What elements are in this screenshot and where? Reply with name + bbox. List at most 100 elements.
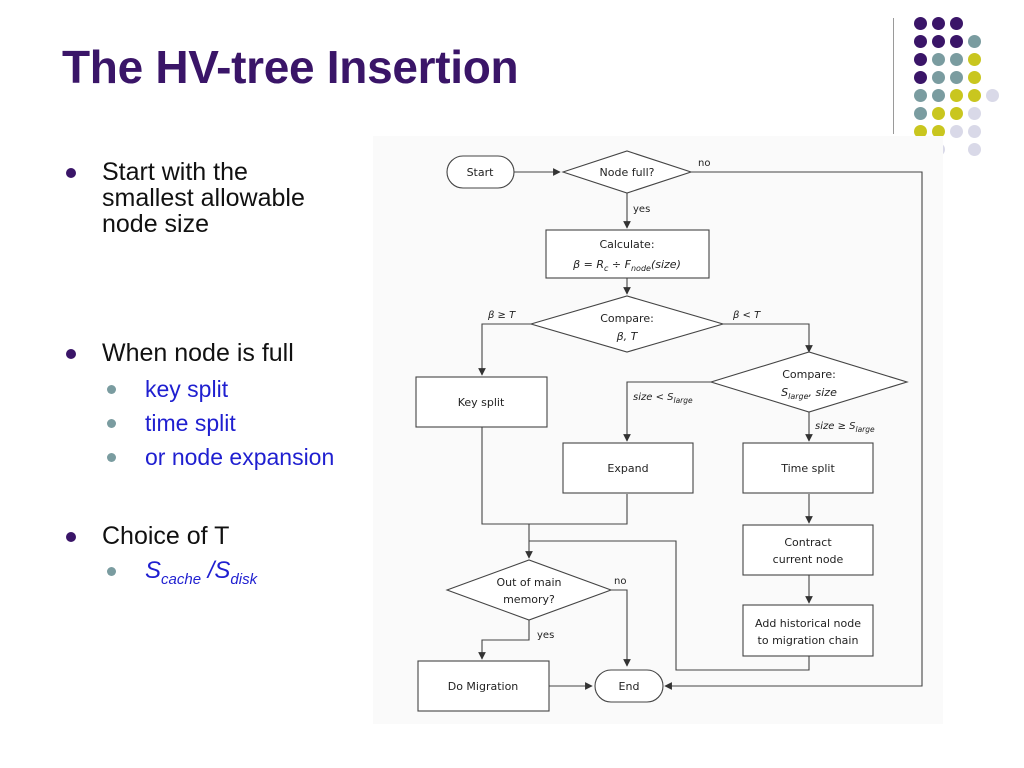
- formula-symbol: S: [145, 557, 162, 584]
- bullet-line: node size: [102, 210, 210, 238]
- yes-label: yes: [537, 630, 554, 641]
- start-terminal: Start: [446, 155, 515, 189]
- contract-box: Contract current node: [742, 524, 874, 576]
- key-split-label: Key split: [458, 396, 505, 409]
- add-historical-label-2: to migration chain: [758, 634, 859, 647]
- decor-dot: [932, 53, 945, 66]
- size-lt-label: size < Slarge: [633, 392, 693, 405]
- out-of-memory-label-1: Out of main: [496, 576, 561, 589]
- out-of-memory-label-2: memory?: [503, 593, 555, 606]
- formula-symbol: S: [214, 557, 231, 584]
- bullet-node-full: When node is full: [66, 339, 294, 367]
- formula-s-cache: Scache: [145, 557, 201, 588]
- bullet-text: When node is full: [102, 339, 294, 367]
- arrow: [723, 323, 813, 353]
- insertion-flowchart: Start Node full? no yes Calculate: β = R…: [373, 136, 943, 724]
- size-ge-label: size ≥ Slarge: [815, 421, 875, 434]
- no-label: no: [614, 576, 626, 587]
- node-full-label: Node full?: [600, 166, 655, 179]
- decor-dot: [932, 125, 945, 138]
- decor-dot: [932, 71, 945, 84]
- sub-bullet-node-expansion: or node expansion: [107, 444, 334, 470]
- decor-dot: [986, 89, 999, 102]
- arrow: [611, 589, 631, 667]
- decor-dot: [950, 35, 963, 48]
- formula-separator: /: [201, 557, 215, 584]
- decor-dot: [932, 35, 945, 48]
- arrow: [623, 381, 712, 442]
- formula-subscript: cache: [161, 570, 202, 588]
- decor-dot: [914, 53, 927, 66]
- decor-dot: [914, 71, 927, 84]
- bullet-line: smallest allowable: [102, 184, 305, 212]
- formula-f: F: [625, 258, 632, 271]
- size-ge-sub: large: [856, 425, 876, 434]
- bullet-text: Choice of T: [102, 522, 230, 550]
- decor-dot: [932, 107, 945, 120]
- size-lt-s: S: [667, 392, 674, 403]
- formula-r-sub: c: [604, 264, 609, 273]
- decor-dot: [950, 53, 963, 66]
- size-ge-pre: size ≥: [815, 421, 849, 432]
- decor-dot: [950, 17, 963, 30]
- decor-dot: [914, 125, 927, 138]
- end-label: End: [619, 680, 640, 693]
- s-large-symbol: S: [781, 386, 788, 399]
- do-migration-label: Do Migration: [448, 680, 519, 693]
- connector: [529, 540, 810, 671]
- sub-bullet-key-split: key split: [107, 376, 228, 402]
- decor-dot: [950, 71, 963, 84]
- slide-title: The HV-tree Insertion: [62, 41, 519, 93]
- decor-dot: [950, 107, 963, 120]
- sub-bullet-formula: Scache /Sdisk: [107, 558, 257, 593]
- compare-label: Compare:: [600, 312, 654, 325]
- size-lt-pre: size <: [633, 392, 667, 403]
- yes-label: yes: [633, 204, 650, 215]
- calculate-label: Calculate:: [599, 238, 654, 251]
- formula-eq: =: [580, 258, 596, 271]
- formula-s-disk: Sdisk: [214, 557, 257, 588]
- formula-beta: β: [572, 258, 580, 271]
- decor-dot: [932, 89, 945, 102]
- formula-f-sub: node: [631, 264, 651, 273]
- decor-dot: [914, 17, 927, 30]
- compare-size-label: Compare:: [782, 368, 836, 381]
- decor-dot: [968, 107, 981, 120]
- compare-args: β, T: [616, 330, 639, 343]
- flowchart-svg: Start Node full? no yes Calculate: β = R…: [415, 150, 923, 712]
- bullet-line: Start with the: [102, 158, 248, 186]
- formula-subscript: disk: [230, 570, 258, 588]
- decor-dot: [914, 107, 927, 120]
- beta-ge-t-label: β ≥ T: [487, 310, 516, 321]
- decorative-divider: [893, 18, 894, 134]
- compare-beta-decision: Compare: β, T: [529, 295, 725, 353]
- decor-dot: [932, 17, 945, 30]
- connector: [481, 427, 628, 525]
- compare-size-rest: , size: [809, 386, 838, 399]
- end-terminal: End: [594, 669, 664, 703]
- size-ge-s: S: [849, 421, 856, 432]
- decor-dot: [968, 35, 981, 48]
- decor-dot: [968, 53, 981, 66]
- bullet-start: Start with the smallest allowable node s…: [66, 158, 305, 238]
- out-of-memory-decision: Out of main memory?: [445, 559, 613, 621]
- formula-arg: (size): [651, 258, 681, 271]
- decor-dot: [914, 35, 927, 48]
- time-split-label: Time split: [780, 462, 835, 475]
- decor-dot: [950, 89, 963, 102]
- expand-box: Expand: [562, 442, 694, 494]
- do-migration-box: Do Migration: [417, 660, 550, 712]
- decor-dot: [968, 125, 981, 138]
- bullet-choice-of-t: Choice of T: [66, 522, 229, 550]
- s-large-sub: large: [788, 392, 808, 401]
- decor-dot: [914, 89, 927, 102]
- calculate-box: Calculate: β = Rc ÷ Fnode(size): [545, 229, 710, 279]
- add-historical-label-1: Add historical node: [755, 617, 861, 630]
- arrow: [478, 620, 530, 660]
- sub-bullet-text: time split: [145, 410, 236, 436]
- contract-label-2: current node: [773, 553, 844, 566]
- expand-label: Expand: [607, 462, 648, 475]
- formula-r: R: [596, 258, 604, 271]
- start-label: Start: [467, 166, 495, 179]
- time-split-box: Time split: [742, 442, 874, 494]
